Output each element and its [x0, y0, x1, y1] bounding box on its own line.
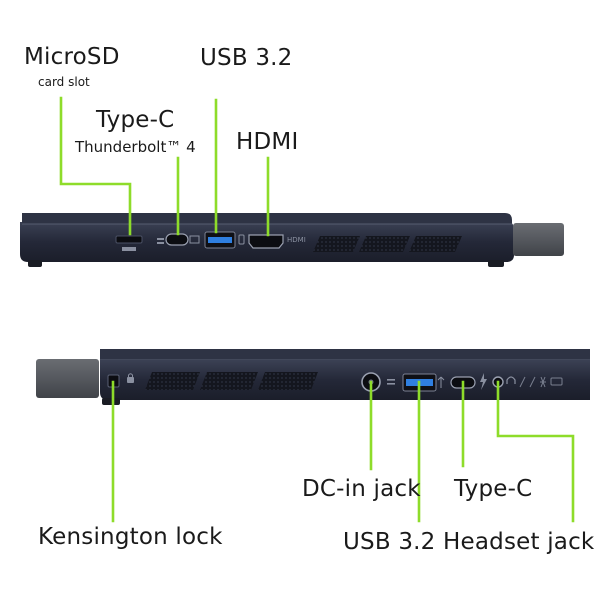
lock-icon [127, 373, 134, 383]
usb-top-label: USB 3.2 [200, 45, 293, 71]
microsd-slot [115, 235, 143, 244]
hdmi-port-text: HDMI [287, 236, 306, 244]
thunderbolt-sublabel: Thunderbolt™ 4 [75, 138, 196, 156]
thunderbolt-icon [157, 238, 164, 244]
microsd-sublabel: card slot [38, 75, 90, 89]
vent-grille [313, 236, 462, 252]
typec-top-label: Type-C [96, 107, 175, 133]
microsd-label: MicroSD [24, 44, 120, 70]
headset-icon [506, 376, 516, 384]
rubber-foot [488, 260, 504, 267]
leader-lines [59, 96, 575, 523]
leader-headset [496, 380, 575, 523]
typec-port-left [165, 233, 189, 246]
dcin-label: DC-in jack [302, 476, 421, 502]
hdmi-port [248, 234, 284, 249]
usb-bottom-label: USB 3.2 [343, 529, 436, 555]
leader-microsd [59, 96, 132, 236]
hinge [513, 223, 564, 256]
power-icon [387, 379, 395, 385]
headset-label: Headset jack [443, 529, 595, 555]
vent-grille [145, 372, 318, 390]
sd-card-icon [122, 247, 136, 251]
kensington-label: Kensington lock [38, 524, 223, 550]
typec-bottom-label: Type-C [454, 476, 533, 502]
display-icon [189, 235, 200, 244]
lid-edge [100, 349, 590, 360]
left-side-view [20, 213, 564, 267]
right-side-view [36, 349, 590, 405]
status-led-icons [519, 376, 563, 388]
usb-icon [238, 234, 245, 245]
hdmi-label: HDMI [236, 129, 299, 155]
rubber-foot [102, 398, 120, 405]
usb-icon [437, 376, 445, 388]
rubber-foot [28, 260, 42, 267]
hinge [36, 359, 99, 398]
thunderbolt-icon [480, 373, 487, 390]
